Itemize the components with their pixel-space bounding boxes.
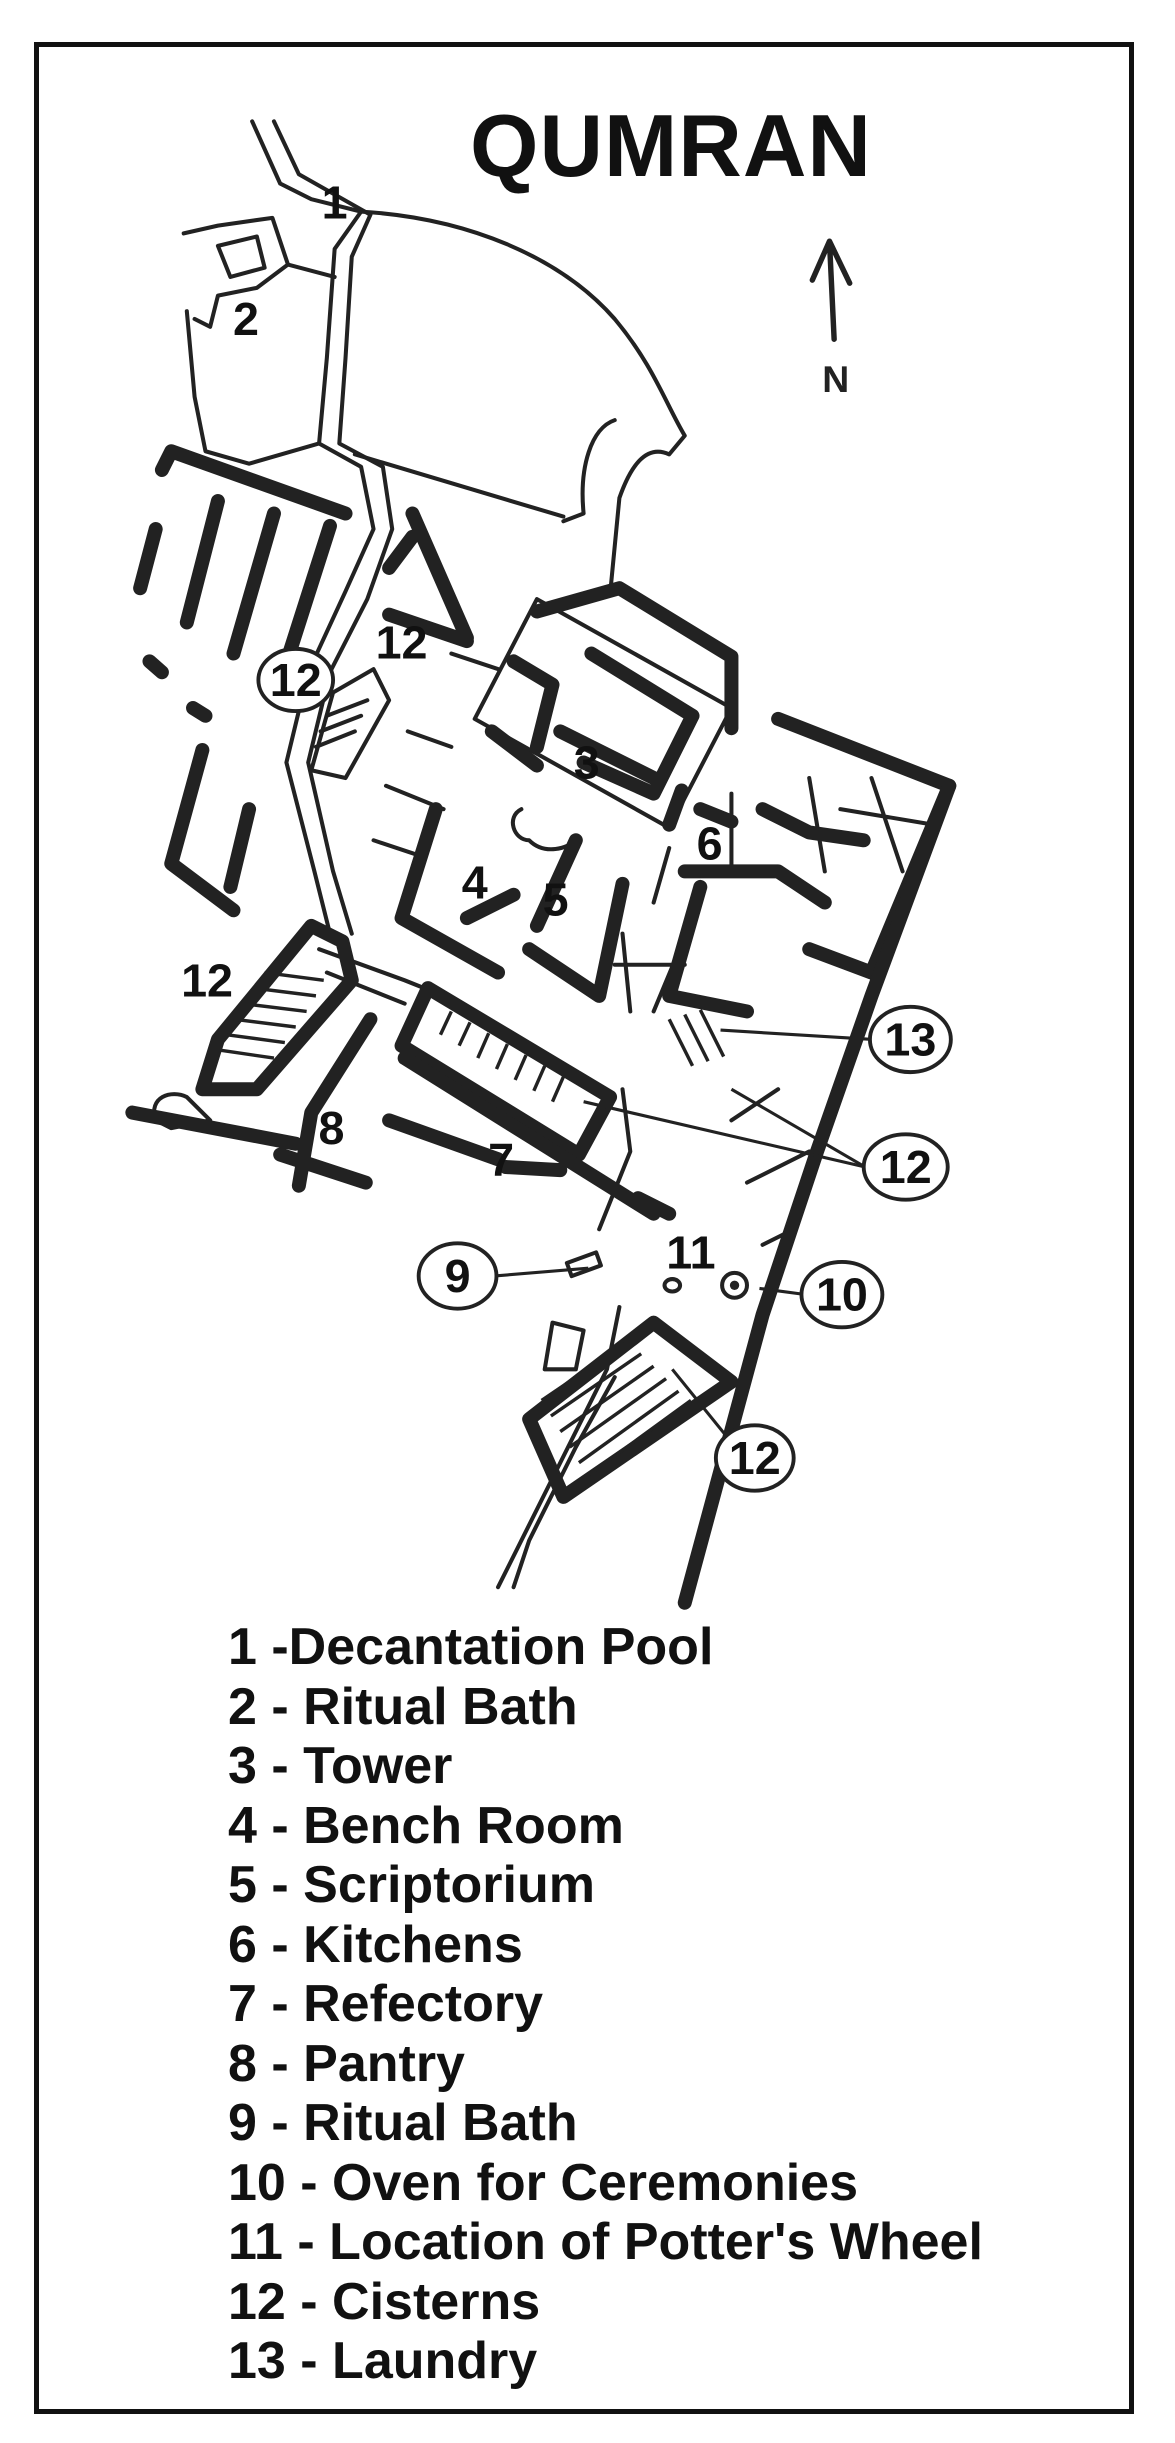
legend-item: 4 - Bench Room xyxy=(228,1796,624,1855)
svg-text:12: 12 xyxy=(880,1141,932,1193)
label-4: 4 xyxy=(462,856,488,908)
legend-item: 11 - Location of Potter's Wheel xyxy=(228,2213,983,2271)
circled-label-13: 13 xyxy=(867,1004,953,1075)
svg-text:10: 10 xyxy=(816,1269,868,1321)
label-7: 7 xyxy=(488,1133,514,1185)
legend-item: 7 - Refectory xyxy=(228,1975,543,2033)
leader-lines xyxy=(494,1028,874,1436)
label-8: 8 xyxy=(319,1102,345,1154)
svg-text:12: 12 xyxy=(270,654,322,706)
thick-walls xyxy=(125,444,957,1610)
legend-item: 5 - Scriptorium xyxy=(228,1856,595,1914)
circled-label-12: 12 xyxy=(713,1423,796,1493)
cistern-hatching xyxy=(220,970,726,1477)
circled-label-10: 10 xyxy=(799,1260,885,1330)
legend-item: 6 - Kitchens xyxy=(228,1915,523,1974)
legend-item: 8 - Pantry xyxy=(228,2034,465,2093)
ritual-bath-icon xyxy=(564,1250,603,1279)
thin-walls xyxy=(152,119,936,1590)
svg-text:9: 9 xyxy=(445,1250,471,1302)
legend-item: 10 - Oven for Ceremonies xyxy=(228,2153,858,2212)
map-frame xyxy=(34,42,1134,2414)
north-arrow-icon: N xyxy=(809,238,853,400)
potters-wheel-icon xyxy=(662,1277,683,1294)
oven-icon xyxy=(720,1270,750,1300)
legend-item: 12 - Cisterns xyxy=(228,2272,541,2331)
label-1: 1 xyxy=(322,176,348,228)
north-label: N xyxy=(822,358,849,400)
circled-label-9: 9 xyxy=(416,1241,499,1311)
label-5: 5 xyxy=(543,873,569,925)
legend-item: 2 - Ritual Bath xyxy=(228,1677,578,1736)
oven-center-icon xyxy=(729,1280,740,1290)
label-12: 12 xyxy=(181,954,233,1006)
label-11: 11 xyxy=(666,1227,715,1279)
legend-item: 3 - Tower xyxy=(228,1737,453,1795)
label-3: 3 xyxy=(574,736,600,788)
label-2: 2 xyxy=(233,293,259,345)
legend-item: 13 - Laundry xyxy=(228,2332,538,2390)
circled-label-12: 12 xyxy=(256,646,336,714)
svg-text:12: 12 xyxy=(729,1432,781,1484)
map-title: QUMRAN xyxy=(470,96,872,195)
legend-item: 9 - Ritual Bath xyxy=(228,2094,578,2152)
label-6: 6 xyxy=(697,817,723,869)
svg-text:13: 13 xyxy=(884,1013,936,1065)
circled-label-12: 12 xyxy=(861,1132,950,1202)
map-legend: 1 -Decantation Pool 2 - Ritual Bath 3 - … xyxy=(228,1618,983,2392)
legend-item: 1 -Decantation Pool xyxy=(228,1618,714,1676)
label-12: 12 xyxy=(376,617,428,669)
